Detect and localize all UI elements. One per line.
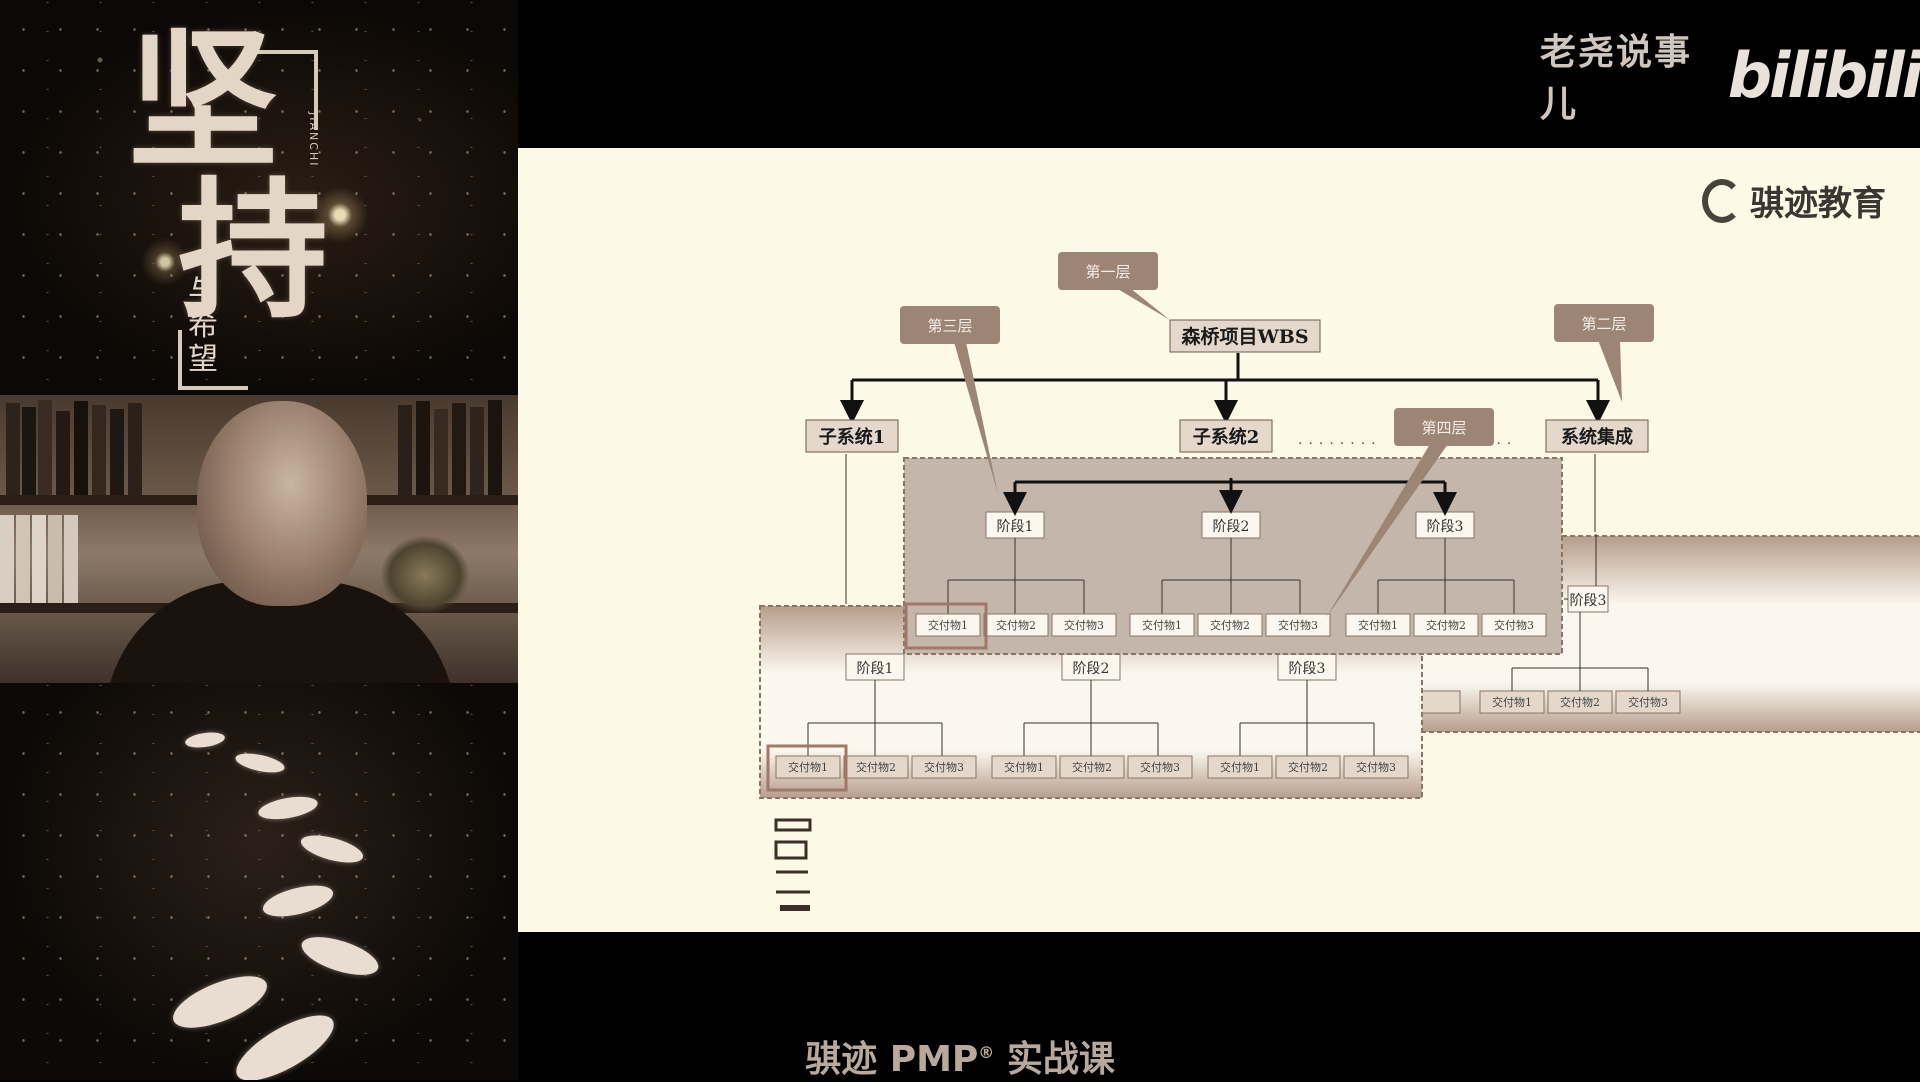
callout-level-2: 第二层	[1554, 304, 1654, 402]
left-poster-panel: 坚 持 与 希 望 JIANCHI	[0, 0, 518, 1080]
svg-text:第四层: 第四层	[1421, 419, 1466, 437]
subsystem-label: 系统集成	[1561, 426, 1633, 448]
book-row	[0, 513, 100, 603]
deliverable-label: 交付物2	[1072, 760, 1112, 774]
highlight-box	[904, 602, 988, 650]
poster-subtitle: 与 希 望	[188, 275, 228, 377]
poster-top-image: 坚 持 与 希 望 JIANCHI	[0, 0, 518, 395]
presentation-slide: 骐迹教育 阶段3 交付物1	[518, 148, 1920, 932]
deliverable-label: 交付物3	[1140, 760, 1180, 774]
poster-bottom-image	[0, 683, 518, 1080]
deliverable-label: 交付物2	[1560, 695, 1600, 709]
poster-title-char-2: 持	[178, 163, 328, 339]
level-callouts: 第一层 第三层 第二层 第四层	[900, 252, 1654, 618]
phase-label: 阶段1	[997, 519, 1034, 535]
poster-frame-line	[248, 50, 318, 54]
caption-registered-mark: ®	[978, 1043, 995, 1062]
channel-branding: 老尧说事儿 bilibili	[1540, 32, 1920, 125]
deliverable-label: 交付物1	[1220, 760, 1260, 774]
deliverable-label: 交付物3	[1278, 618, 1318, 632]
deliverable-label: 交付物3	[924, 760, 964, 774]
panel-subsystem-2: 阶段1 阶段2 阶段3	[903, 457, 1563, 655]
wbs-top-levels: ........ ... 森桥项目WBS 子系统1 子系统2 系统集成	[805, 319, 1649, 604]
poster-pinyin: JIANCHI	[307, 112, 320, 168]
callout-level-1: 第一层	[1058, 252, 1170, 320]
svg-text:第三层: 第三层	[927, 317, 972, 335]
poster-title-char-1: 坚	[128, 13, 278, 189]
brand-logo-icon	[1702, 178, 1742, 223]
star-field	[0, 683, 518, 1080]
deliverable-label: 交付物3	[1064, 618, 1104, 632]
poster-frame-line	[178, 386, 248, 390]
svg-text:第一层: 第一层	[1085, 263, 1130, 281]
webcam-video	[0, 395, 518, 683]
presenter	[105, 401, 455, 683]
slide-brand: 骐迹教育	[1702, 176, 1886, 225]
deliverable-label: 交付物1	[928, 618, 968, 632]
deliverable-label: 交付物3	[1494, 618, 1534, 632]
book-row	[0, 395, 518, 495]
poster-subtitle-char-3: 望	[188, 342, 218, 377]
poster-subtitle-char-1: 与	[188, 274, 218, 309]
phase-label: 阶段2	[1073, 661, 1110, 677]
ellipsis-dots: ........	[1298, 432, 1382, 448]
deliverable-label: 交付物1	[1142, 618, 1182, 632]
phase-label: 阶段2	[1213, 519, 1250, 535]
wbs-diagram: 阶段3 交付物1 交付物2 交付物3	[759, 252, 1920, 911]
highlight-box	[766, 744, 848, 792]
channel-name: 老尧说事儿	[1540, 32, 1693, 125]
wbs-root-label: 森桥项目WBS	[1181, 325, 1308, 348]
plant	[380, 535, 470, 615]
slide-brand-name: 骐迹教育	[1750, 184, 1886, 224]
deliverable-label: 交付物3	[1356, 760, 1396, 774]
course-caption: 骐迹 PMP® 实战课	[0, 1030, 1920, 1082]
poster-title: 坚 持	[128, 13, 328, 339]
deliverable-label: 交付物1	[1492, 695, 1532, 709]
subsystem-label: 子系统2	[1193, 426, 1260, 448]
poster-frame-line	[314, 50, 318, 130]
star-field	[0, 0, 518, 395]
caption-text: 骐迹 PMP	[805, 1039, 979, 1080]
deliverable-label: 交付物2	[1210, 618, 1250, 632]
slide-transition-fragments	[774, 818, 812, 911]
deliverable-label: 交付物1	[788, 760, 828, 774]
phase-label: 阶段3	[1427, 519, 1464, 535]
deliverable-label: 交付物2	[1426, 618, 1466, 632]
callout-level-3: 第三层	[900, 306, 1000, 494]
phase-label: 阶段3	[1289, 661, 1326, 677]
deliverable-label: 交付物3	[1628, 695, 1668, 709]
callout-level-4: 第四层	[1326, 408, 1494, 618]
deliverable-label: 交付物2	[996, 618, 1036, 632]
phase-label-partial: 阶段3	[1570, 593, 1607, 609]
poster-frame-line	[178, 330, 182, 390]
deliverable-label: 交付物1	[1004, 760, 1044, 774]
deliverable-label: 交付物1	[1358, 618, 1398, 632]
svg-text:第二层: 第二层	[1581, 315, 1626, 333]
poster-subtitle-char-2: 希	[188, 308, 218, 343]
bilibili-logo: bilibili	[1727, 38, 1920, 112]
deliverable-label: 交付物2	[856, 760, 896, 774]
subsystem-label: 子系统1	[819, 426, 886, 448]
deliverable-label: 交付物2	[1288, 760, 1328, 774]
phase-label: 阶段1	[857, 661, 894, 677]
caption-suffix: 实战课	[994, 1039, 1115, 1080]
